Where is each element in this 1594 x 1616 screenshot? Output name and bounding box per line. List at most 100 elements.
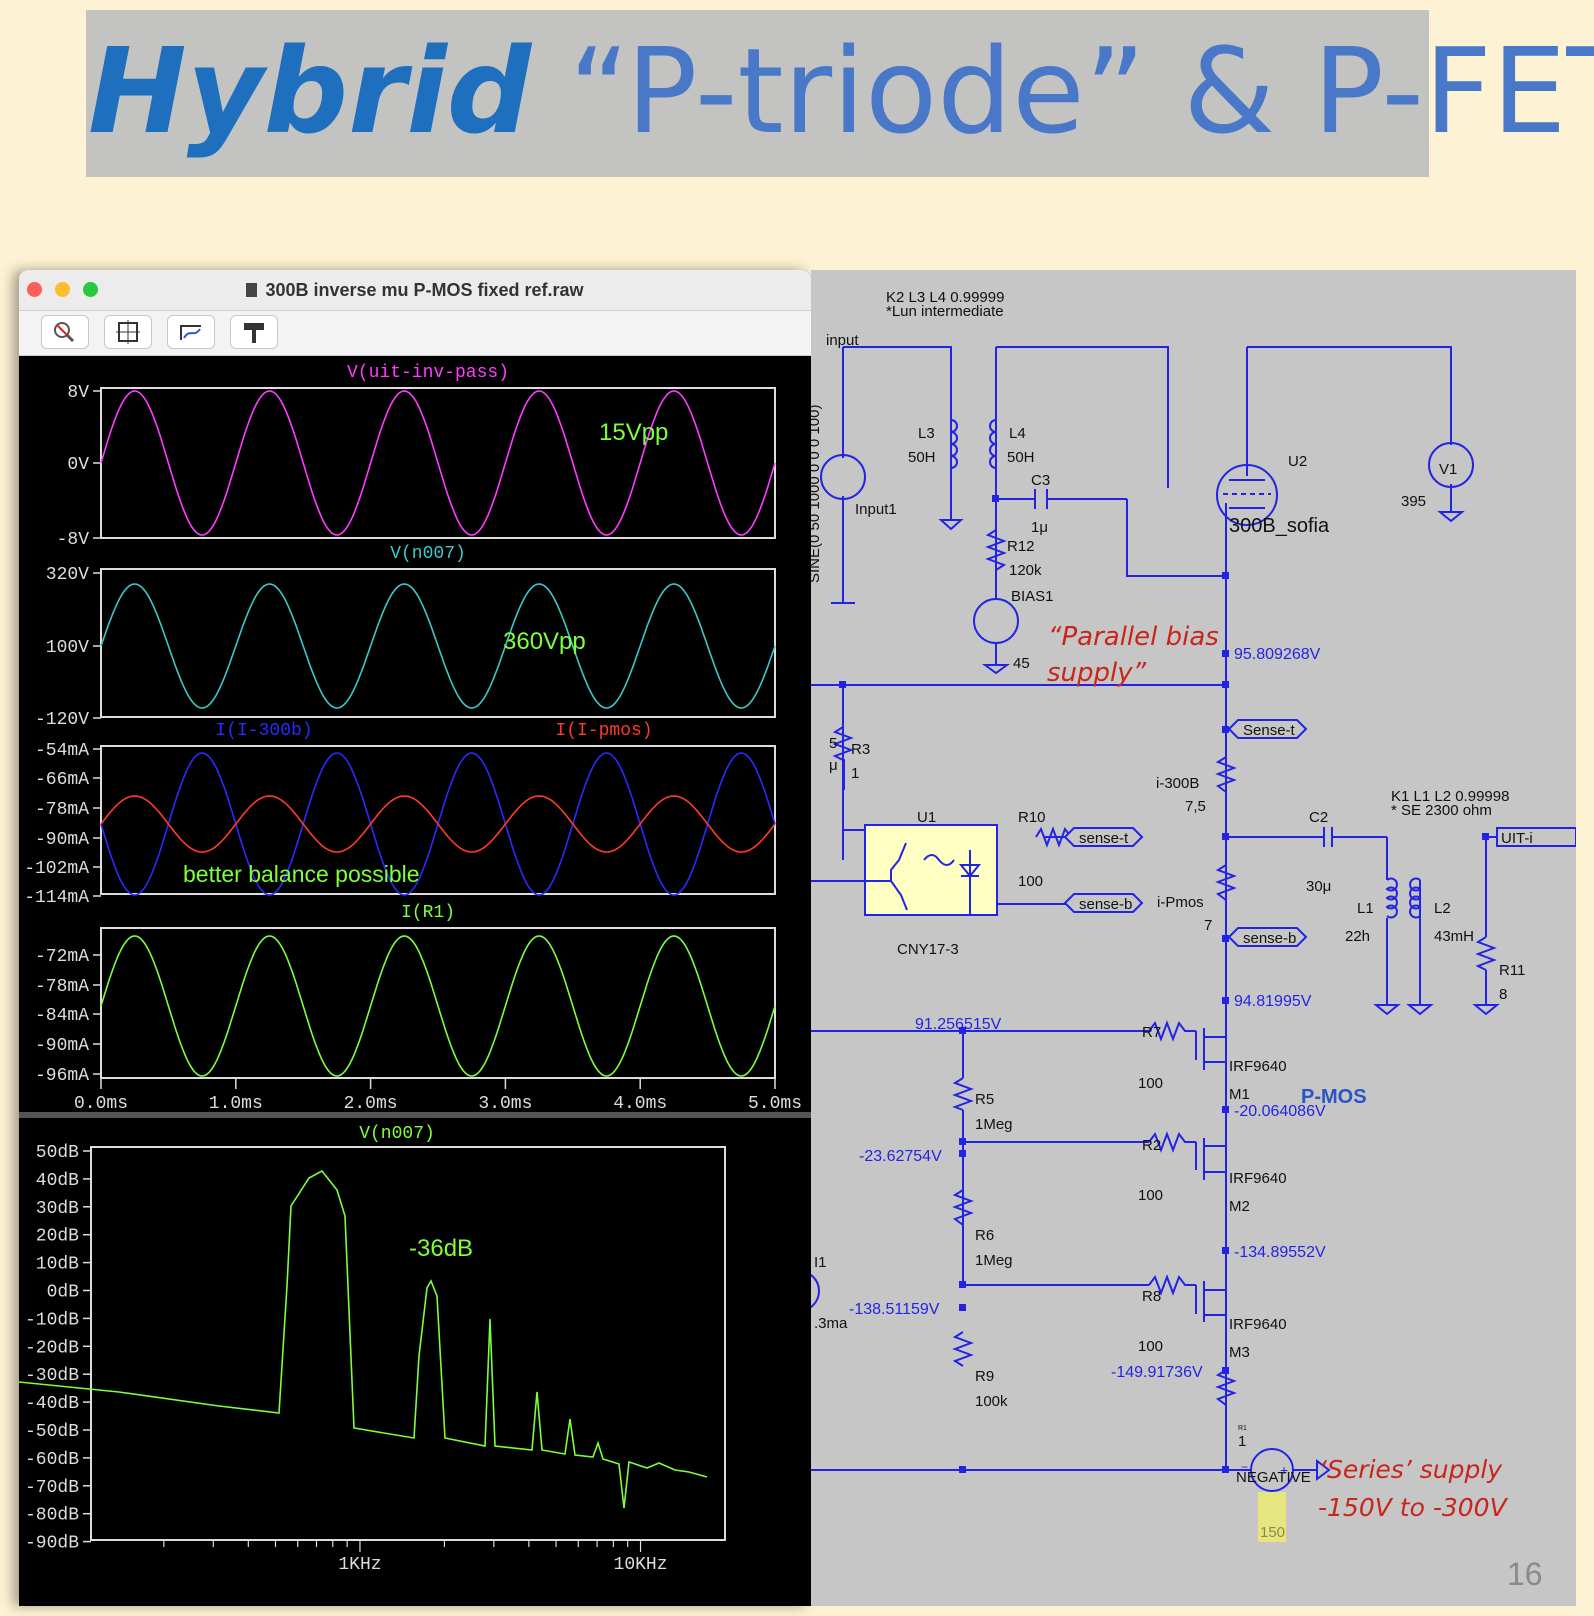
hammer-button[interactable] xyxy=(230,315,278,349)
time-tick-label-5: 5.0ms xyxy=(748,1094,802,1114)
plot1-trace-label: V(uit-inv-pass) xyxy=(347,363,509,383)
waveform-plots: V(uit-inv-pass)8V0V-8V15VppV(n007)320V10… xyxy=(19,363,811,1575)
plot3-frame xyxy=(100,745,776,895)
plot5-tick-label-0: 50dB xyxy=(36,1143,79,1163)
i1-value: .3ma xyxy=(814,1315,848,1332)
plot2-tick-label-2: -120V xyxy=(35,710,89,730)
node-voltages: 95.809268V 94.81995V 91.256515V -20.0640… xyxy=(849,646,1367,1381)
irf2-label: IRF9640 xyxy=(1229,1170,1287,1187)
irf3-label: IRF9640 xyxy=(1229,1316,1287,1333)
voltage-95: 95.809268V xyxy=(1234,646,1321,663)
voltage-138: -138.51159V xyxy=(849,1301,940,1318)
time-tick-label-1: 1.0ms xyxy=(209,1094,263,1114)
window-toolbar xyxy=(19,311,811,356)
plot3-tick-label-3: -90mA xyxy=(35,830,89,850)
flag-uit: UIT-i xyxy=(1501,830,1533,847)
bias1-label: BIAS1 xyxy=(1011,588,1054,605)
i300b-value: 7,5 xyxy=(1185,798,1206,815)
pan-button[interactable] xyxy=(167,315,215,349)
r9-value: 100k xyxy=(975,1393,1008,1410)
plot5-trace-label: V(n007) xyxy=(359,1124,435,1144)
zoom-button[interactable] xyxy=(41,315,89,349)
r8-value: 100 xyxy=(1138,1338,1163,1355)
plot5-tick-label-10: -50dB xyxy=(25,1422,79,1442)
voltage-91: 91.256515V xyxy=(915,1016,1002,1033)
l4-value: 50H xyxy=(1007,449,1035,466)
plot3-tick-label-5: -114mA xyxy=(24,888,89,908)
ipmos-value: 7 xyxy=(1204,917,1212,934)
m1-label: M1 xyxy=(1229,1086,1250,1103)
plot3-tick-label-1: -66mA xyxy=(35,770,89,790)
plot5-tick-label-6: -10dB xyxy=(25,1310,79,1330)
plot5-tick-label-4: 10dB xyxy=(36,1255,79,1275)
c3-value: 1μ xyxy=(1031,519,1048,536)
plot5-tick-label-14: -90dB xyxy=(25,1534,79,1554)
highlight-box xyxy=(1258,1492,1286,1542)
plot2-trace-label: V(n007) xyxy=(390,544,466,564)
l2-label: L2 xyxy=(1434,900,1451,917)
plot1-trace xyxy=(100,390,776,536)
input-label: input xyxy=(826,332,859,349)
bias1-value: 45 xyxy=(1013,655,1030,672)
autorange-icon xyxy=(116,320,140,344)
c2-value: 30μ xyxy=(1306,878,1331,895)
plus-sign: + xyxy=(1280,1462,1288,1478)
c5-label: 5 xyxy=(829,735,837,752)
r1-label: R1 xyxy=(1238,1425,1247,1432)
net-flags xyxy=(1063,719,1576,947)
maximize-button[interactable] xyxy=(83,282,98,297)
autorange-button[interactable] xyxy=(104,315,152,349)
plot4-tick-label-1: -78mA xyxy=(35,977,89,997)
plot1-annotation: 15Vpp xyxy=(599,419,668,446)
annotations: “Parallel bias supply” ‘Series’ supply -… xyxy=(1047,622,1509,1522)
plot4-tick-label-0: -72mA xyxy=(35,947,89,967)
plot5-tick-label-12: -70dB xyxy=(25,1478,79,1498)
plot2-trace xyxy=(100,583,776,709)
l1-value: 22h xyxy=(1345,928,1370,945)
r11-label: R11 xyxy=(1499,962,1525,979)
c5-value: μ xyxy=(829,757,838,774)
plot5-tick-label-13: -80dB xyxy=(25,1506,79,1526)
u2-label: U2 xyxy=(1288,453,1307,470)
net-flag-text: Sense-t sense-t sense-b sense-b UIT-i xyxy=(1079,722,1533,947)
pane-divider xyxy=(19,1112,811,1118)
l3-value: 50H xyxy=(908,449,936,466)
time-tick-label-2: 2.0ms xyxy=(344,1094,398,1114)
plot4-frame xyxy=(100,927,776,1079)
plot4-tick-label-4: -96mA xyxy=(35,1066,89,1086)
flag-sense-t: Sense-t xyxy=(1243,722,1296,739)
page-number: 16 xyxy=(1507,1556,1543,1592)
plot3-trace2 xyxy=(100,795,776,853)
plot1-tick-label-2: -8V xyxy=(57,530,90,550)
plot5-tick-label-9: -40dB xyxy=(25,1394,79,1414)
r5-label: R5 xyxy=(975,1091,994,1108)
plot5-tick-label-3: 20dB xyxy=(36,1227,79,1247)
voltage-94: 94.81995V xyxy=(1234,993,1312,1010)
l3-label: L3 xyxy=(918,425,935,442)
flag-sense-b2: sense-b xyxy=(1243,930,1296,947)
voltage-149: -149.91736V xyxy=(1111,1364,1203,1381)
plot2-tick-label-0: 320V xyxy=(46,565,89,585)
flag-sense-b: sense-b xyxy=(1079,896,1132,913)
m3-label: M3 xyxy=(1229,1344,1250,1361)
plot2-frame xyxy=(100,568,776,718)
l1-label: L1 xyxy=(1357,900,1374,917)
time-tick-label-4: 4.0ms xyxy=(613,1094,667,1114)
r1-value: 1 xyxy=(1238,1433,1246,1450)
r8-label: R8 xyxy=(1142,1288,1161,1305)
negative-label: NEGATIVE xyxy=(1236,1469,1311,1486)
v1-label: V1 xyxy=(1439,461,1457,478)
lun-label: *Lun intermediate xyxy=(886,303,1004,320)
r11-value: 8 xyxy=(1499,986,1507,1003)
u1-label: U1 xyxy=(917,809,936,826)
plot4-tick-label-3: -90mA xyxy=(35,1036,89,1056)
voltage-23: -23.62754V xyxy=(859,1148,942,1165)
irf1-label: IRF9640 xyxy=(1229,1058,1287,1075)
minimize-button[interactable] xyxy=(55,282,70,297)
r12-value: 120k xyxy=(1009,562,1042,579)
schematic-text: K2 L3 L4 0.99999 *Lun intermediate input… xyxy=(811,289,1525,1541)
pmos-label: P-MOS xyxy=(1301,1086,1367,1108)
k1-label: K1 L1 L2 0.99998 xyxy=(1391,788,1509,805)
plot3-trace1-label: I(I-300b) xyxy=(215,721,312,741)
close-button[interactable] xyxy=(27,282,42,297)
